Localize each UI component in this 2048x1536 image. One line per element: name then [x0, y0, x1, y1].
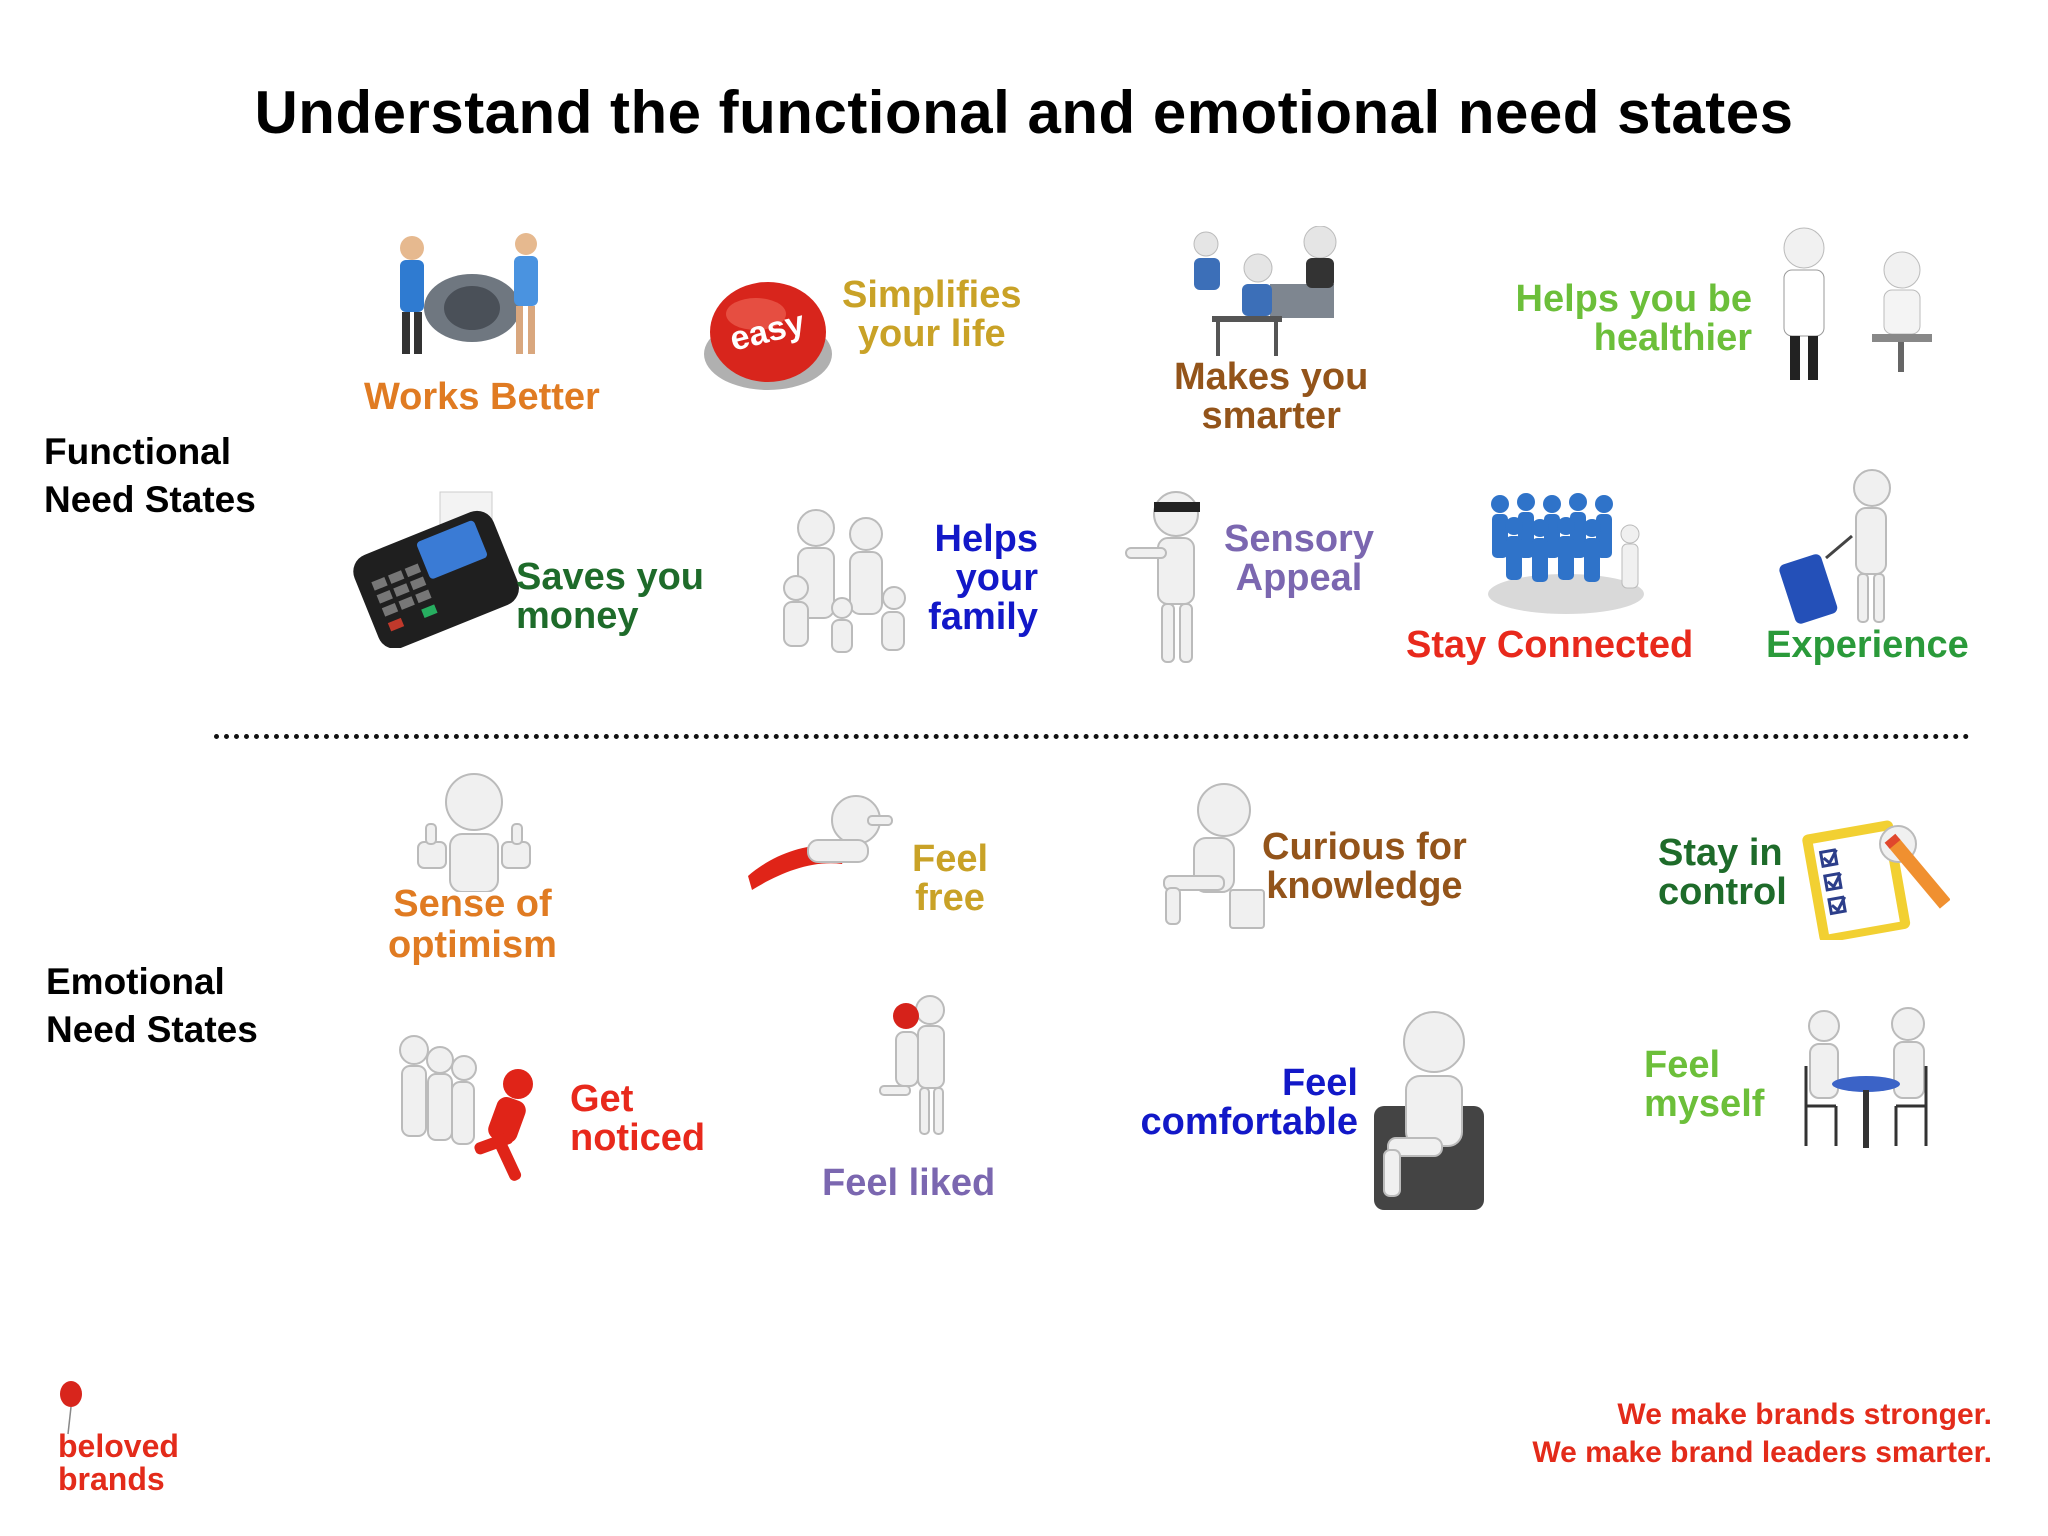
- flying-hero-icon: [748, 795, 893, 890]
- connected-label: Stay Connected: [1406, 624, 1694, 666]
- traveler-icon: [1779, 469, 1891, 624]
- page-title: Understand the functional and emotional …: [254, 79, 1794, 146]
- family-label: Helps your family: [928, 518, 1038, 638]
- family-icon: [783, 509, 906, 653]
- emotional-section-label: Emotional Need States: [46, 961, 258, 1050]
- engineers-icon: [400, 233, 538, 354]
- connected-crowd-icon: [1488, 493, 1644, 614]
- checklist-icon: [1802, 820, 1950, 940]
- armchair-figure-icon: [1374, 1011, 1484, 1210]
- blindfold-figure-icon: [1125, 491, 1200, 663]
- noticed-label: Get noticed: [570, 1078, 706, 1159]
- thumbs-up-icon: [417, 773, 531, 892]
- myself-label: Feel myself: [1644, 1044, 1765, 1125]
- brand-tagline: We make brands stronger. We make brand l…: [1532, 1398, 1992, 1469]
- curious-label: Curious for knowledge: [1262, 826, 1467, 907]
- simplifies-label: Simplifies your life: [842, 274, 1022, 355]
- smarter-label: Makes you smarter: [1174, 356, 1369, 437]
- comfortable-label: Feel comfortable: [1140, 1062, 1358, 1143]
- cafe-table-icon: [1804, 1007, 1928, 1148]
- works-better-label: Works Better: [364, 376, 600, 418]
- easy-button-icon: easy: [704, 282, 832, 390]
- sensory-label: Sensory Appeal: [1224, 518, 1374, 599]
- balloon-logo-icon: [60, 1381, 82, 1435]
- classroom-icon: [1193, 226, 1337, 356]
- section-divider: [214, 734, 1970, 739]
- couple-hug-icon: [879, 995, 945, 1135]
- optimism-label: Sense of optimism: [388, 883, 557, 966]
- control-label: Stay in control: [1658, 832, 1787, 913]
- experience-label: Experience: [1766, 624, 1969, 666]
- saves-money-label: Saves you money: [516, 556, 704, 637]
- doctor-patient-icon: [1783, 227, 1932, 380]
- functional-section-label: Functional Need States: [44, 431, 256, 520]
- payment-terminal-icon: [353, 491, 519, 648]
- standout-runner-icon: [399, 1035, 533, 1181]
- healthier-label: Helps you be healthier: [1515, 278, 1753, 359]
- brand-logo-text: beloved brands: [58, 1428, 179, 1497]
- liked-label: Feel liked: [822, 1162, 996, 1204]
- thinker-icon: [1163, 783, 1265, 929]
- free-label: Feel free: [912, 838, 989, 919]
